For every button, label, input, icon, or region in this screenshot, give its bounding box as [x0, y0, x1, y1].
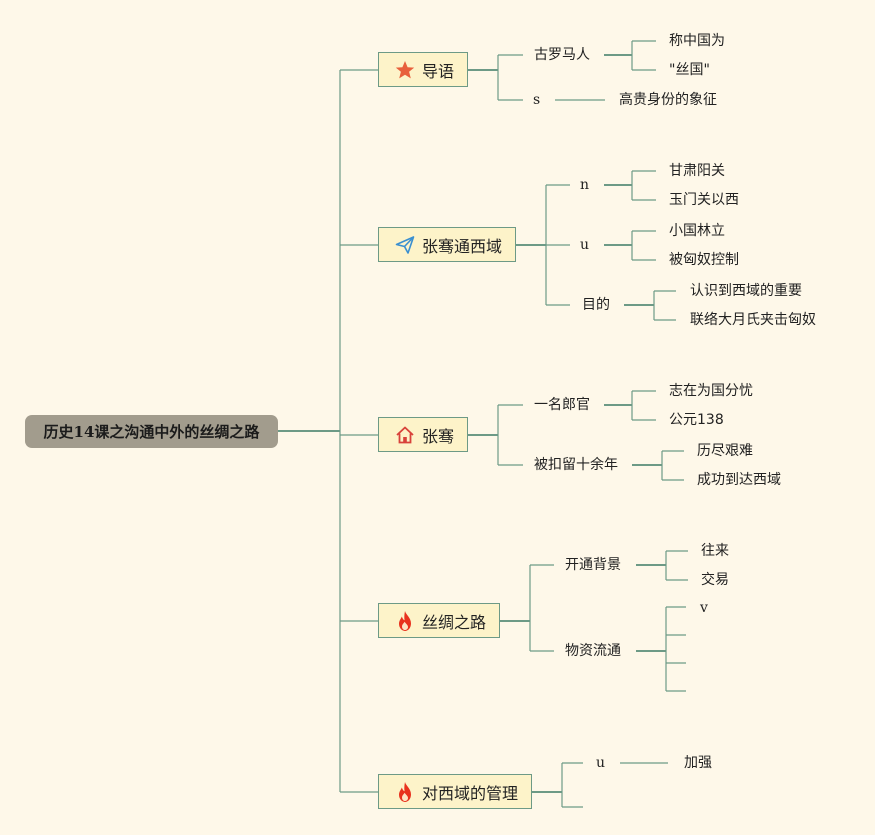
leaf-label[interactable]: 认识到西域的重要 — [690, 283, 802, 299]
leaf-label[interactable]: "丝国" — [669, 62, 710, 78]
star-icon — [395, 60, 415, 78]
branch-label: 张骞通西域 — [422, 236, 503, 256]
leaf-label[interactable]: 加强 — [684, 755, 712, 771]
branch-zhang-qian-west[interactable]: 张骞通西域 — [378, 227, 516, 262]
node-label[interactable]: 开通背景 — [565, 557, 621, 573]
leaf-label[interactable]: 甘肃阳关 — [669, 163, 725, 179]
branch-label: 导语 — [422, 61, 455, 81]
leaf-label[interactable]: 称中国为 — [669, 33, 725, 49]
leaf-label[interactable]: 被匈奴控制 — [669, 252, 739, 268]
leaf-label[interactable]: 公元138 — [669, 412, 724, 428]
node-label[interactable]: u — [596, 755, 606, 771]
leaf-label[interactable]: 小国林立 — [669, 223, 725, 239]
leaf-label[interactable]: 成功到达西域 — [697, 472, 781, 488]
node-label[interactable]: 物资流通 — [565, 643, 621, 659]
leaf-label[interactable]: v — [700, 600, 708, 616]
root-node[interactable]: 历史14课之沟通中外的丝绸之路 — [25, 415, 278, 448]
paper-plane-icon — [395, 235, 415, 254]
leaf-label[interactable]: 玉门关以西 — [669, 192, 739, 208]
flame-icon — [399, 781, 411, 802]
flame-icon — [399, 610, 411, 631]
leaf-label[interactable]: 交易 — [701, 572, 729, 588]
leaf-label[interactable]: 历尽艰难 — [697, 443, 753, 459]
node-label[interactable]: 目的 — [582, 297, 610, 313]
branch-intro[interactable]: 导语 — [378, 52, 468, 87]
node-label[interactable]: 被扣留十余年 — [534, 457, 618, 473]
branch-label: 张骞 — [422, 426, 455, 446]
node-label[interactable]: 一名郎官 — [534, 397, 590, 413]
node-label[interactable]: s — [533, 92, 541, 108]
leaf-label[interactable]: 联络大月氏夹击匈奴 — [690, 312, 816, 328]
branch-western-regions-admin[interactable]: 对西域的管理 — [378, 774, 532, 809]
leaf-label[interactable]: 高贵身份的象征 — [619, 92, 717, 108]
house-icon — [396, 426, 414, 443]
leaf-label[interactable]: 志在为国分忧 — [669, 383, 753, 399]
node-label[interactable]: u — [580, 237, 590, 253]
leaf-label[interactable]: 往来 — [701, 543, 729, 559]
branch-zhang-qian[interactable]: 张骞 — [378, 417, 468, 452]
node-label[interactable]: 古罗马人 — [534, 47, 590, 63]
branch-silk-road[interactable]: 丝绸之路 — [378, 603, 500, 638]
node-label[interactable]: n — [580, 177, 590, 193]
branch-label: 对西域的管理 — [422, 783, 519, 803]
branch-label: 丝绸之路 — [422, 612, 487, 632]
